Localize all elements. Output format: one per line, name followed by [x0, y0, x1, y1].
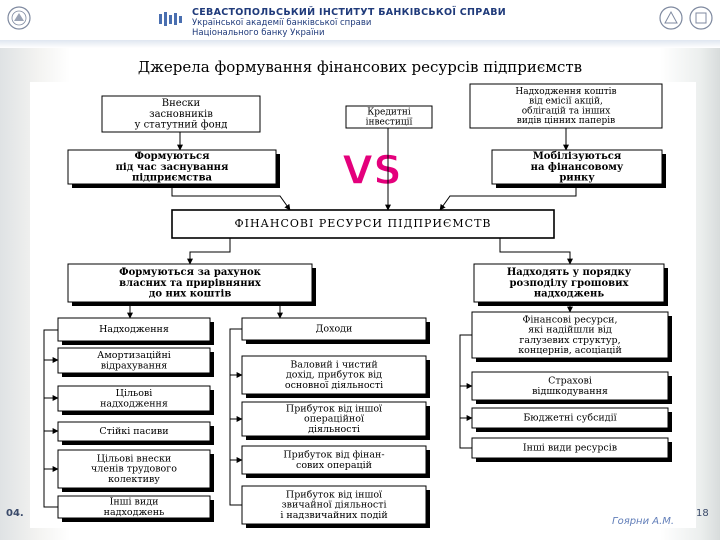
box-financial-resources-line-1: ФІНАНСОВІ РЕСУРСИ ПІДПРИЄМСТВ [234, 217, 491, 230]
col2-item-3-line-1: Прибуток від іншої [286, 403, 382, 414]
col1-item-5-line-3: колективу [108, 474, 160, 485]
col3-item-4: Інші види ресурсів [471, 437, 672, 462]
arrow-center-to-redistribution [499, 238, 573, 265]
box-securities-issue-line-4: видів цінних паперів [517, 116, 615, 126]
col2-item-2-line-1: Валовий і чистий [290, 359, 377, 370]
box-mobilized-market-line-3: ринку [559, 173, 595, 184]
col3-item-3: Бюджетні субсидії [471, 407, 672, 432]
col1-item-2-line-2: відрахування [101, 360, 168, 371]
col2-item-1-line-1: Доходи [316, 324, 353, 335]
col1-item-1-line-1: Надходження [99, 324, 169, 335]
col1-item-5-line-2: членів трудового [91, 464, 177, 475]
arrow-center-to-own [187, 238, 231, 265]
col2-item-2-line-2: дохід, прибуток від [286, 370, 382, 381]
slide-author: Гоярни А.М. [612, 516, 675, 527]
box-redistribution-line-2: розподілу грошових [510, 278, 630, 289]
box-formed-at-founding-line-1: Формуються [135, 151, 211, 162]
box-redistribution-line-1: Надходять у порядку [507, 267, 632, 278]
col1-item-3-line-1: Цільові [116, 388, 153, 399]
bracket-col1 [43, 329, 58, 508]
arrow-formed-to-center [171, 184, 291, 211]
institution-seal-right-2 [689, 6, 713, 30]
box-founders-contributions-line-2: засновників [149, 109, 213, 120]
box-mobilized-market-line-1: Мобілізуються [533, 151, 622, 162]
col1-item-6-line-2: надходжень [104, 507, 165, 518]
col2-item-5-line-3: і надзвичайних подій [280, 510, 387, 521]
box-own-funds-line-1: Формуються за рахунок [119, 267, 262, 278]
institution-line-3: Національного банку України [192, 28, 325, 38]
box-mobilized-market-line-2: на фінансовому [531, 162, 624, 173]
bracket-col3 [459, 334, 472, 449]
header-band [0, 40, 720, 48]
box-formed-at-founding-line-2: під час заснування [116, 162, 229, 173]
institution-line-1: СЕВАСТОПОЛЬСЬКИЙ ІНСТИТУТ БАНКІВСЬКОЇ СП… [192, 7, 507, 18]
box-own-funds-line-3: до них коштів [149, 289, 232, 300]
col2-item-3-line-3: діяльності [308, 424, 360, 435]
col3-item-1-line-3: галузевих структур, [519, 335, 620, 346]
box-financial-resources: ФІНАНСОВІ РЕСУРСИ ПІДПРИЄМСТВ [171, 209, 555, 239]
box-founders-contributions-line-1: Внески [162, 98, 201, 109]
box-securities-issue-line-3: облігацій та інших [522, 105, 611, 116]
institution-logo [159, 12, 182, 26]
col2-item-4-line-1: Прибуток від фінан- [283, 450, 384, 461]
box-credit-investments-line-1: Кредитні [367, 108, 411, 118]
col2-item-2-line-3: основної діяльності [285, 380, 383, 391]
col3-item-1: Фінансові ресурси,які надійшли відгалузе… [471, 311, 672, 362]
institution-seal-left [7, 6, 31, 30]
box-securities-issue-line-2: від емісії акцій, [529, 97, 603, 107]
col3-item-4-line-1: Інші види ресурсів [523, 443, 617, 454]
col1-item-4: Стійкі пасиви [57, 421, 214, 445]
slide-date: 04. [6, 508, 24, 519]
col3-item-2-line-2: відшкодування [532, 386, 608, 397]
col3-item-1-line-2: які надійшли від [528, 325, 612, 336]
box-securities-issue-line-1: Надходження коштів [515, 87, 616, 97]
col2-item-4: Прибуток від фінан-сових операцій [241, 445, 430, 478]
col2-item-4-line-2: сових операцій [296, 460, 372, 471]
col3-item-3-line-1: Бюджетні субсидії [523, 413, 616, 424]
box-credit-investments-line-2: інвестиції [366, 117, 413, 127]
col3-item-1-line-4: концернів, асоціацій [518, 345, 622, 356]
col2-item-5-line-2: звичайної діяльності [281, 500, 386, 511]
box-founders-contributions-line-3: у статутний фонд [135, 120, 228, 131]
institution-seal-right-1 [659, 6, 683, 30]
col3-item-1-line-1: Фінансові ресурси, [522, 314, 617, 325]
institution-name: СЕВАСТОПОЛЬСЬКИЙ ІНСТИТУТ БАНКІВСЬКОЇ СП… [192, 7, 507, 39]
institution-line-2: Української академії банківської справи [192, 18, 372, 28]
arrow-mobilized-to-center [439, 184, 577, 211]
col2-item-1: Доходи [241, 317, 430, 344]
col1-item-2-line-1: Амортизаційні [97, 350, 171, 361]
col1-item-4-line-1: Стійкі пасиви [99, 426, 168, 437]
col2-item-5-line-1: Прибуток від іншої [286, 489, 382, 500]
vs-label: VS [342, 148, 402, 194]
bracket-col2 [229, 328, 242, 506]
col1-item-6-line-1: Інші види [110, 497, 159, 508]
col2-item-3-line-2: операційної [304, 414, 364, 425]
col3-item-2-line-1: Страхові [548, 376, 592, 387]
col1-item-5-line-1: Цільові внески [97, 453, 172, 464]
col1-item-3-line-2: надходження [100, 398, 168, 409]
col1-item-1: Надходження [57, 317, 214, 345]
box-own-funds-line-2: власних та прирівняних [119, 278, 262, 289]
slide-page-number: 18 [696, 508, 709, 519]
slide-title: Джерела формування фінансових ресурсів п… [137, 58, 583, 76]
box-formed-at-founding-line-3: підприємства [132, 173, 213, 184]
box-redistribution-line-3: надходжень [534, 289, 605, 300]
